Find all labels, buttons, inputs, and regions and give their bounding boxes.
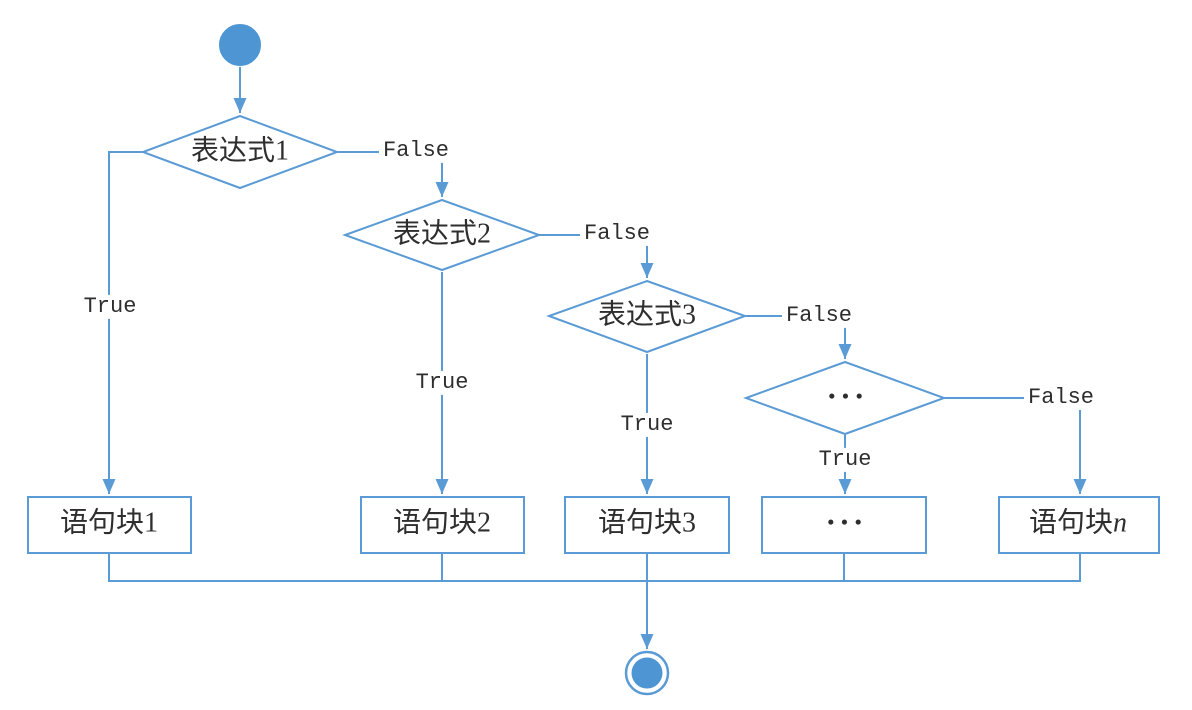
decision2-false-edge-label: False xyxy=(579,221,655,247)
block2-label: 语句块2 xyxy=(392,507,492,539)
decision1-true-edge-label: True xyxy=(79,294,141,320)
block2-rect xyxy=(360,496,525,554)
decision4-ellipsis-label: ••• xyxy=(828,386,870,408)
block1-label: 语句块1 xyxy=(59,507,159,539)
block3-rect xyxy=(564,496,730,554)
block1-rect xyxy=(27,496,192,554)
decision3-false-edge-label: False xyxy=(781,303,857,329)
decision2-diamond xyxy=(342,198,542,272)
block4-ellipsis-label: ••• xyxy=(827,512,869,534)
blockn-label: 语句块n xyxy=(1028,507,1128,540)
end-node-inner-dot xyxy=(631,657,663,689)
decision3-label: 表达式3 xyxy=(597,299,697,331)
blockn-rect xyxy=(998,496,1160,554)
decision1-diamond xyxy=(140,114,340,190)
decision4-false-edge-label: False xyxy=(1023,385,1099,411)
edge-decision4-false xyxy=(944,397,1087,494)
block3-label: 语句块3 xyxy=(597,507,697,539)
decision1-false-edge-label: False xyxy=(378,138,454,164)
blockn-label-text: 语句块 xyxy=(1028,507,1114,539)
blockn-label-n-suffix: n xyxy=(1113,507,1128,539)
block4-rect xyxy=(761,496,927,554)
start-node xyxy=(219,24,261,66)
decision2-true-edge-label: True xyxy=(411,370,473,396)
decision2-label: 表达式2 xyxy=(392,218,492,250)
decision4-diamond xyxy=(743,360,947,436)
decision1-label: 表达式1 xyxy=(190,135,290,167)
decision3-true-edge-label: True xyxy=(616,412,678,438)
decision4-true-edge-label: True xyxy=(814,447,876,473)
decision3-diamond xyxy=(546,279,748,354)
edge-decision1-true xyxy=(102,151,143,494)
